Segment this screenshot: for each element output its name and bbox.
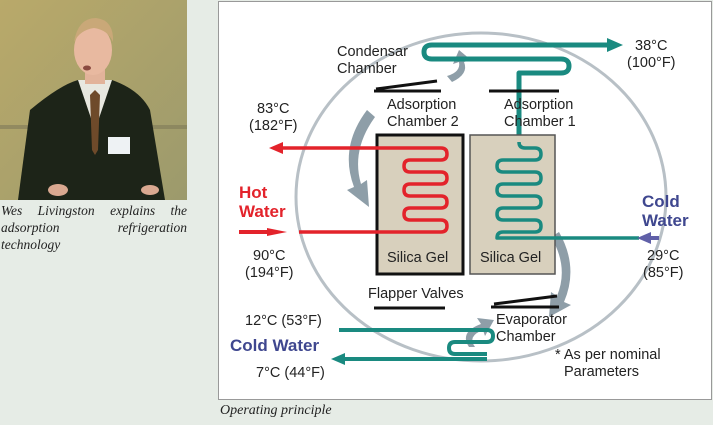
evaporator-chamber-label: Evaporator Chamber: [496, 312, 567, 346]
chilled-outlet-temp: 7°C (44°F): [256, 365, 325, 381]
condenser-label-line1: Condensar: [337, 44, 408, 60]
chilled-water-label: Cold Water: [230, 336, 320, 355]
nominal-parameters-note: * As per nominal Parameters: [555, 347, 661, 381]
evaporator-coil: [339, 328, 495, 361]
hot-out-temp-f: (182°F): [249, 118, 298, 134]
hot-in-temp-f: (194°F): [245, 265, 294, 281]
vapor-flow-arrow-left: [347, 110, 375, 207]
ads2-line2: Chamber 2: [387, 114, 459, 130]
condenser-chamber-label: Condensar Chamber: [337, 44, 408, 78]
chilled-inlet-temp: 12°C (53°F): [245, 313, 322, 329]
outlet-temp-c: 38°C: [635, 38, 668, 54]
note-line1: * As per nominal: [555, 347, 661, 363]
flapper-valves-label: Flapper Valves: [368, 286, 464, 302]
ads1-line1: Adsorption: [504, 97, 574, 113]
cold-in-line2: Water: [642, 211, 689, 230]
silica-gel-label-1: Silica Gel: [480, 250, 542, 266]
cold-in-line1: Cold: [642, 192, 680, 211]
adsorption-diagram: [239, 31, 668, 365]
hot-water-coil: [281, 146, 449, 234]
vapor-flow-arrow-top: [447, 50, 471, 82]
condenser-label-line2: Chamber: [337, 61, 397, 77]
flapper-valves-bottom: [374, 294, 559, 310]
evap-line2: Chamber: [496, 329, 556, 345]
figure-caption: Operating principle: [220, 403, 332, 418]
hot-out-temp-c: 83°C: [257, 101, 290, 117]
flapper-valves-top: [374, 79, 559, 93]
cold-in-temp-c: 29°C: [647, 248, 680, 264]
silica-gel-label-2: Silica Gel: [387, 250, 449, 266]
hot-inlet-arrowhead: [267, 228, 287, 236]
condenser-outlet-arrowhead: [607, 38, 623, 52]
speaker-photo-illustration: [0, 0, 187, 200]
ads1-line2: Chamber 1: [504, 114, 576, 130]
speaker-photo: [0, 0, 187, 200]
ads2-line1: Adsorption: [387, 97, 457, 113]
hot-water-label: Hot Water: [239, 183, 286, 221]
condenser-outlet-temp: 38°C (100°F): [627, 38, 676, 72]
hot-outlet-temp: 83°C (182°F): [249, 101, 298, 135]
outlet-temp-f: (100°F): [627, 55, 676, 71]
diagram-panel: Condensar Chamber 38°C (100°F) 83°C (182…: [218, 1, 712, 400]
photo-caption: Wes Livingston explains the adsorption r…: [1, 203, 187, 252]
adsorption-chamber-2-label: Adsorption Chamber 2: [387, 97, 459, 131]
cold-inlet-arrowhead: [637, 232, 651, 244]
cooling-water-coil: [495, 141, 639, 240]
evap-line1: Evaporator: [496, 312, 567, 328]
adsorption-chamber-2-box: [375, 133, 465, 276]
hot-water-line2: Water: [239, 202, 286, 221]
hot-outlet-arrowhead: [269, 142, 283, 154]
hot-water-line1: Hot: [239, 183, 268, 202]
cold-water-inlet-label: Cold Water: [642, 192, 689, 230]
chilled-outlet-arrowhead: [331, 353, 345, 365]
cold-in-temp-f: (85°F): [643, 265, 684, 281]
hot-in-temp-c: 90°C: [253, 248, 286, 264]
note-line2: Parameters: [564, 364, 639, 380]
adsorption-chamber-1-label: Adsorption Chamber 1: [504, 97, 576, 131]
cold-inlet-temp: 29°C (85°F): [643, 248, 683, 282]
vapor-flow-arrow-bottom: [465, 318, 494, 347]
hot-inlet-temp: 90°C (194°F): [245, 248, 294, 282]
